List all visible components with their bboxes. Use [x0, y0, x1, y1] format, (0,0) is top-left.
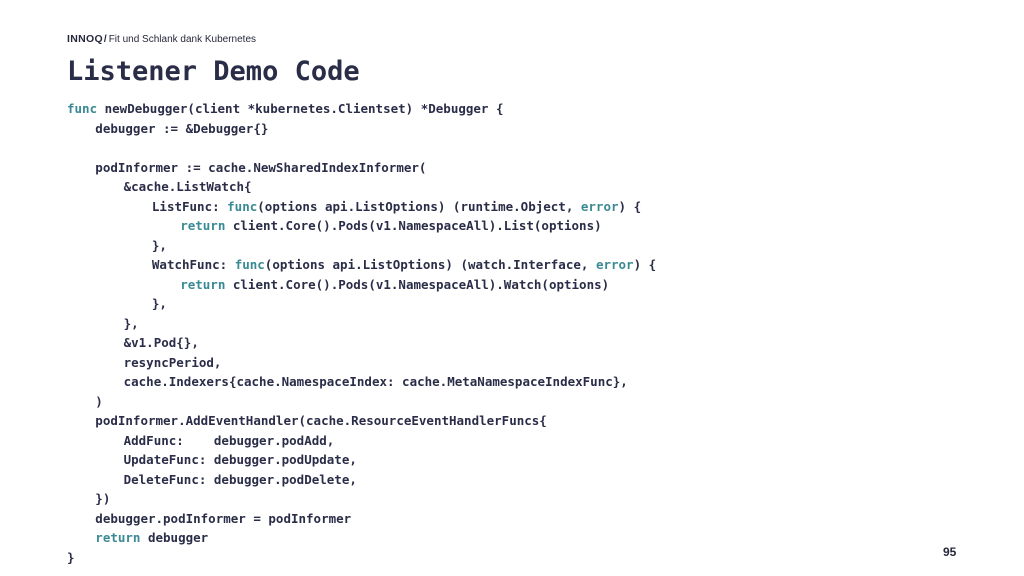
code-line: ) [67, 392, 656, 412]
code-keyword: return [180, 218, 226, 233]
code-text: UpdateFunc: debugger.podUpdate, [123, 452, 357, 467]
code-keyword: return [95, 530, 141, 545]
presentation-subtitle: Fit und Schlank dank Kubernetes [108, 34, 257, 45]
code-text: ) [95, 393, 103, 409]
code-text: debugger := &Debugger{} [95, 120, 269, 136]
code-keyword: error [595, 257, 634, 272]
code-line: &v1.Pod{}, [67, 333, 656, 353]
brand-logo: INNOQ [67, 33, 103, 45]
code-text: &v1.Pod{}, [123, 335, 199, 350]
code-text: (options api.ListOptions) (runtime.Objec… [257, 198, 581, 214]
code-text: resyncPeriod, [123, 354, 222, 370]
code-line: &cache.ListWatch{ [67, 177, 656, 197]
code-keyword: func [234, 257, 265, 272]
code-line: }) [67, 489, 656, 509]
slide-header: INNOQ / Fit und Schlank dank Kubernetes [67, 33, 256, 45]
code-text: podInformer.AddEventHandler(cache.Resour… [95, 413, 547, 428]
code-keyword: error [580, 198, 619, 214]
code-text: } [67, 549, 75, 565]
code-line: WatchFunc: func(options api.ListOptions)… [67, 255, 656, 275]
code-line: }, [67, 294, 656, 314]
code-keyword: func [227, 198, 258, 214]
code-text: }, [151, 237, 167, 253]
code-line: DeleteFunc: debugger.podDelete, [67, 470, 656, 490]
code-line [67, 138, 656, 158]
code-text: ListFunc: [151, 198, 228, 214]
code-line: } [67, 548, 656, 568]
code-text: AddFunc: debugger.podAdd, [123, 432, 335, 448]
code-line: return debugger [67, 528, 656, 548]
code-text: }) [95, 491, 111, 506]
code-text: DeleteFunc: debugger.podDelete, [123, 471, 357, 487]
code-line: debugger := &Debugger{} [67, 119, 656, 139]
code-line: podInformer := cache.NewSharedIndexInfor… [67, 158, 656, 178]
code-text: cache.Indexers{cache.NamespaceIndex: cac… [123, 374, 628, 389]
code-line: resyncPeriod, [67, 353, 656, 373]
code-text: ) { [618, 198, 642, 214]
code-text: WatchFunc: [151, 257, 235, 272]
page-number: 95 [943, 545, 957, 559]
code-text: &cache.ListWatch{ [123, 179, 252, 194]
code-line: debugger.podInformer = podInformer [67, 509, 656, 529]
code-line: ListFunc: func(options api.ListOptions) … [67, 197, 656, 217]
code-text: (options api.ListOptions) (watch.Interfa… [264, 257, 596, 272]
code-line: return client.Core().Pods(v1.NamespaceAl… [67, 216, 656, 236]
code-line: podInformer.AddEventHandler(cache.Resour… [67, 411, 656, 431]
code-text: client.Core().Pods(v1.NamespaceAll).Watc… [225, 276, 610, 292]
code-keyword: func [67, 101, 98, 116]
code-text: debugger.podInformer = podInformer [95, 510, 352, 526]
code-line: AddFunc: debugger.podAdd, [67, 431, 656, 451]
code-text: podInformer := cache.NewSharedIndexInfor… [95, 159, 427, 175]
code-line: UpdateFunc: debugger.podUpdate, [67, 450, 656, 470]
code-text: newDebugger(client *kubernetes.Clientset… [97, 101, 504, 116]
code-line: }, [67, 314, 656, 334]
code-text: }, [151, 296, 167, 311]
slide-title: Listener Demo Code [67, 56, 360, 87]
code-line: }, [67, 236, 656, 256]
code-text: debugger [140, 530, 209, 545]
code-line: return client.Core().Pods(v1.NamespaceAl… [67, 275, 656, 295]
header-separator: / [103, 34, 107, 45]
code-text: client.Core().Pods(v1.NamespaceAll).List… [225, 218, 602, 233]
code-text: }, [123, 315, 139, 331]
code-block: func newDebugger(client *kubernetes.Clie… [67, 99, 656, 567]
code-keyword: return [180, 276, 226, 292]
code-line: cache.Indexers{cache.NamespaceIndex: cac… [67, 372, 656, 392]
code-text: ) { [633, 257, 657, 272]
code-line: func newDebugger(client *kubernetes.Clie… [67, 99, 656, 119]
